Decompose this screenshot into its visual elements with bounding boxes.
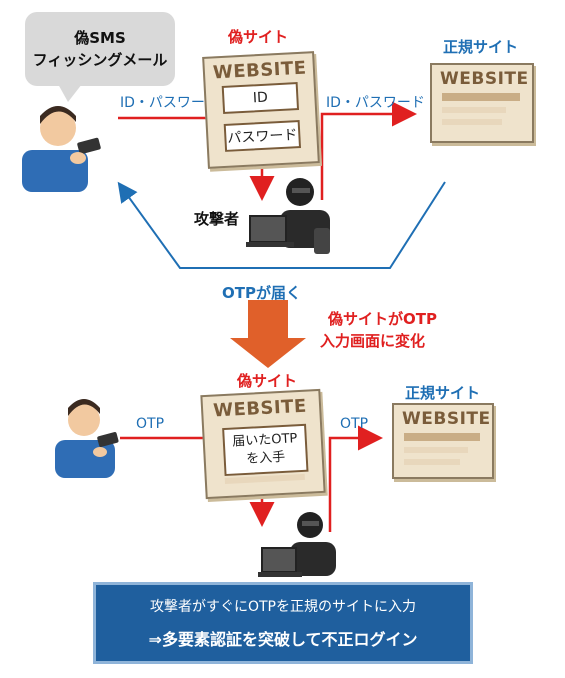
official-website-doc-top: WEBSITE (430, 63, 534, 143)
bubble-tail (58, 84, 82, 102)
victim-person-icon-top (22, 106, 101, 192)
id-field: ID (221, 82, 300, 114)
bubble-line2: フィッシングメール (32, 51, 168, 69)
banner-line1: 攻撃者がすぐにOTPを正規のサイトに入力 (149, 599, 416, 615)
fake-site-title-bottom: 偽サイト (237, 372, 298, 390)
fake-site-title-top: 偽サイト (228, 28, 289, 46)
content-bar (442, 93, 520, 101)
arrow-label-otp-right: OTP (340, 416, 369, 432)
password-field: パスワード (223, 119, 302, 152)
attacker-label: 攻撃者 (194, 210, 240, 228)
arrow-attacker-to-official-bottom (328, 425, 383, 532)
content-bar (404, 447, 468, 453)
change-label-line2: 入力画面に変化 (320, 332, 426, 350)
content-bar (442, 119, 502, 125)
summary-banner: 攻撃者がすぐにOTPを正規のサイトに入力 ⇒多要素認証を突破して不正ログイン (93, 582, 473, 664)
content-bar (404, 433, 480, 441)
official-website-heading-bottom: WEBSITE (402, 409, 491, 429)
otp-arrives-label: OTPが届く (222, 284, 301, 302)
otp-field-line2: を入手 (245, 449, 286, 467)
arrow-label-id-password-right: ID・パスワード (326, 95, 425, 111)
transition-arrow (230, 300, 306, 368)
bubble-line1: 偽SMS (74, 29, 126, 47)
official-website-heading-top: WEBSITE (440, 69, 529, 89)
official-site-title-bottom: 正規サイト (405, 384, 481, 402)
fake-website-heading-top: WEBSITE (212, 57, 308, 84)
victim-person-icon-bottom (55, 399, 119, 478)
official-site-title-top: 正規サイト (443, 38, 519, 56)
banner-line2: ⇒多要素認証を突破して不正ログイン (148, 630, 418, 649)
official-website-doc-bottom: WEBSITE (392, 403, 494, 479)
arrow-label-otp-left: OTP (136, 416, 165, 432)
arrow-label-id-password-left: ID・パスワード (120, 95, 219, 111)
attacker-icon-top (246, 178, 330, 254)
fake-website-heading-bottom: WEBSITE (212, 395, 308, 422)
fake-website-doc-bottom: WEBSITE 届いたOTP を入手 (200, 388, 326, 500)
otp-field: 届いたOTP を入手 (222, 423, 309, 477)
content-bar (404, 459, 460, 465)
fake-website-doc-top: WEBSITE ID パスワード (202, 51, 320, 169)
change-label-line1: 偽サイトがOTP (328, 310, 437, 328)
content-bar (442, 107, 506, 113)
arrow-attacker-to-official-top (320, 101, 417, 200)
otp-field-line1: 届いたOTP (231, 431, 298, 450)
arrow-otp-return (117, 181, 446, 269)
attacker-icon-bottom (258, 512, 336, 577)
sms-bubble: 偽SMS フィッシングメール (25, 12, 175, 86)
